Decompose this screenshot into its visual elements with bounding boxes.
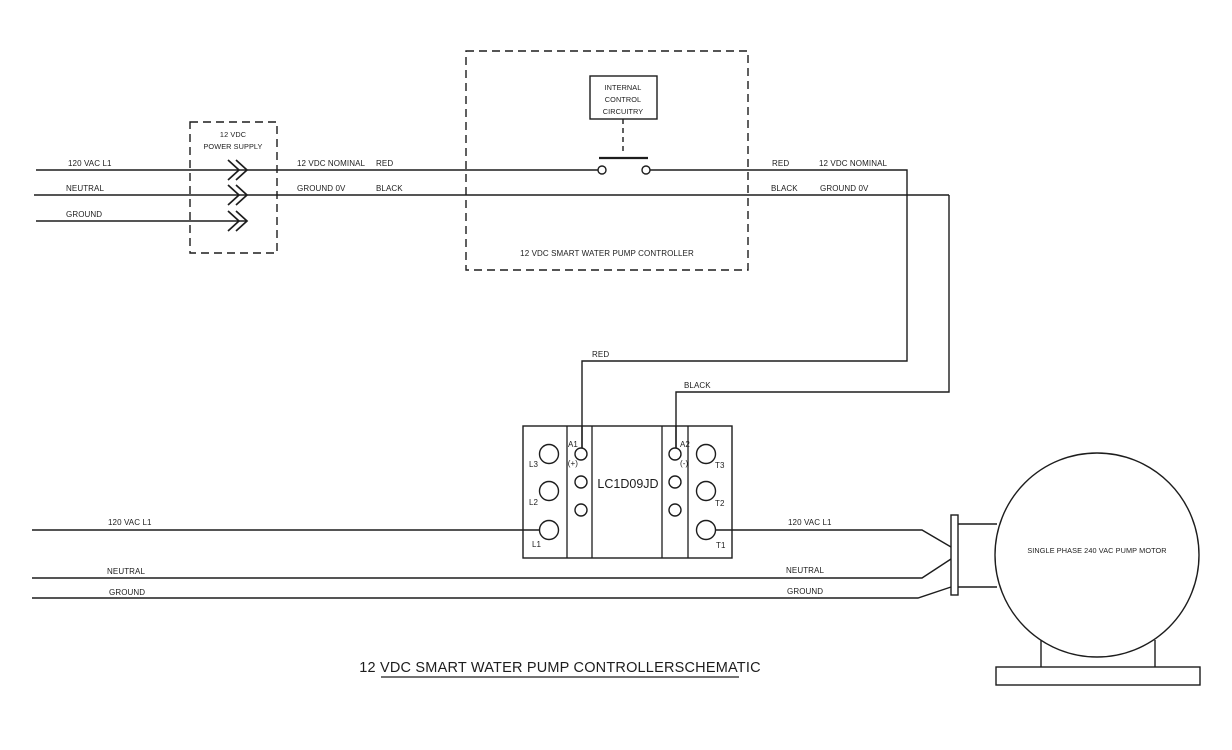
label-ground-right: GROUND (787, 587, 823, 596)
contact-terminal-right (641, 165, 651, 175)
label-black-left: BLACK (376, 184, 403, 193)
label-coil-wire-black: BLACK (684, 381, 711, 390)
label-L2: L2 (529, 498, 539, 507)
power-supply-title-line2: POWER SUPPLY (203, 142, 262, 151)
label-input-ground: GROUND (66, 210, 102, 219)
label-T2: T2 (715, 499, 725, 508)
label-ground-left: GROUND (109, 588, 145, 597)
motor-base (995, 666, 1201, 686)
chevron-arrows-icon (227, 159, 249, 232)
icc-line2: CONTROL (605, 95, 641, 104)
label-input-120vac-l1: 120 VAC L1 (68, 159, 112, 168)
terminal-A1-circle (574, 447, 588, 461)
wire-t1-to-motor (715, 529, 952, 548)
label-A1-polarity: (+) (568, 459, 579, 468)
label-A2-polarity: (-) (680, 459, 689, 468)
aux-circle-right-mid (668, 475, 682, 489)
label-red-right: RED (772, 159, 789, 168)
relay-contact-switch (597, 119, 651, 175)
terminal-T3-circle (695, 443, 717, 465)
aux-circle-left-mid (574, 475, 588, 489)
ac-input-lines: 120 VAC L1 NEUTRAL GROUND (34, 159, 949, 222)
dc-bus-labels-left: 12 VDC NOMINAL RED GROUND 0V BLACK (297, 159, 403, 193)
label-ground-0v-right: GROUND 0V (820, 184, 869, 193)
schematic-title-group: 12 VDC SMART WATER PUMP CONTROLLERSCHEMA… (359, 660, 761, 678)
label-black-right: BLACK (771, 184, 798, 193)
motor-body-circle (994, 452, 1200, 658)
aux-circle-right-low (668, 503, 682, 517)
label-L3: L3 (529, 460, 539, 469)
contactor-model: LC1D09JD (597, 477, 658, 491)
motor-label: SINGLE PHASE 240 VAC PUMP MOTOR (1027, 546, 1166, 555)
label-ground-0v-left: GROUND 0V (297, 184, 346, 193)
wire-ground-to-motor (32, 586, 952, 599)
label-coil-wire-red: RED (592, 350, 609, 359)
controller-title: 12 VDC SMART WATER PUMP CONTROLLER (520, 249, 694, 258)
label-L1: L1 (532, 540, 542, 549)
terminal-L1-circle (538, 519, 560, 541)
schematic-title: 12 VDC SMART WATER PUMP CONTROLLERSCHEMA… (359, 660, 761, 676)
power-supply-title-line1: 12 VDC (220, 130, 246, 139)
terminal-L2-circle (538, 480, 560, 502)
terminal-T1-circle (695, 519, 717, 541)
pump-motor: SINGLE PHASE 240 VAC PUMP MOTOR (950, 452, 1201, 686)
terminal-T2-circle (695, 480, 717, 502)
label-l1-left: 120 VAC L1 (108, 518, 152, 527)
wire-black-route (675, 195, 950, 448)
power-supply-box: 12 VDC POWER SUPPLY (189, 121, 278, 254)
controller-outline (465, 50, 749, 271)
label-A1: A1 (568, 440, 578, 449)
terminal-L3-circle (538, 443, 560, 465)
label-T1: T1 (716, 541, 726, 550)
label-red-left: RED (376, 159, 393, 168)
icc-line1: INTERNAL (605, 83, 642, 92)
label-neutral-right: NEUTRAL (786, 566, 824, 575)
wire-red-route (581, 169, 908, 448)
aux-circle-left-low (574, 503, 588, 517)
label-12vdc-nominal-left: 12 VDC NOMINAL (297, 159, 366, 168)
label-l1-right: 120 VAC L1 (788, 518, 832, 527)
ac-power-lines: 120 VAC L1 120 VAC L1 NEUTRAL NEUTRAL GR… (32, 518, 952, 599)
label-T3: T3 (715, 461, 725, 470)
contactor: L3 L2 L1 A1 (+) LC1D09JD A2 (-) T3 T2 T1 (522, 425, 733, 559)
terminal-A2-circle (668, 447, 682, 461)
dc-bus-routing: RED 12 VDC NOMINAL BLACK GROUND 0V RED B… (581, 159, 950, 448)
internal-control-circuitry-box: INTERNAL CONTROL CIRCUITRY (589, 75, 658, 120)
label-neutral-left: NEUTRAL (107, 567, 145, 576)
label-input-neutral: NEUTRAL (66, 184, 104, 193)
contactor-outline (522, 425, 733, 559)
label-A2: A2 (680, 440, 690, 449)
power-supply-outline (189, 121, 278, 254)
contact-terminal-left (597, 165, 607, 175)
icc-line3: CIRCUITRY (603, 107, 644, 116)
label-12vdc-nominal-right: 12 VDC NOMINAL (819, 159, 888, 168)
motor-terminal-flange (950, 514, 959, 596)
controller-box: 12 VDC SMART WATER PUMP CONTROLLER INTER… (465, 50, 749, 271)
wire-neutral-to-motor (32, 558, 952, 579)
